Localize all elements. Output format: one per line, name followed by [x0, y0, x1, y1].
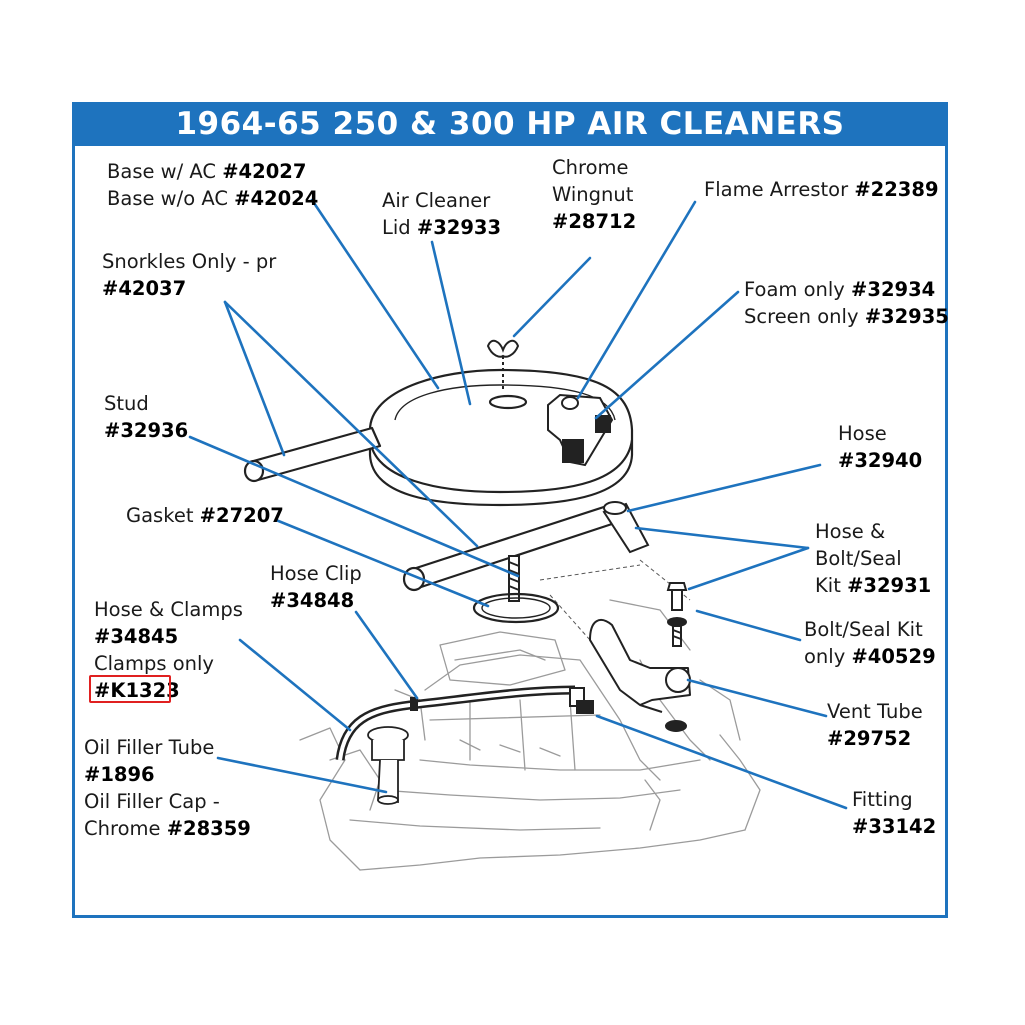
label-vent-tube: Vent Tube #29752 [827, 700, 923, 750]
hose-part [335, 685, 594, 761]
label-hose-clamps: Hose & Clamps #34845 Clamps only #K1323 [94, 598, 243, 702]
highlight-box [89, 675, 171, 703]
hose-piece-part [602, 501, 650, 554]
label-bolt-seal-kit: Bolt/Seal Kit only #40529 [804, 618, 936, 668]
bolt-seal-part [665, 582, 688, 732]
label-fitting: Fitting #33142 [852, 788, 937, 838]
label-oil-filler: Oil Filler Tube #1896 Oil Filler Cap - C… [84, 736, 251, 840]
label-stud: Stud #32936 [104, 392, 189, 442]
label-hose-clip: Hose Clip #34848 [270, 562, 362, 612]
highlighted-part-number: #K1323 [94, 679, 180, 702]
label-foam-screen: Foam only #32934 Screen only #32935 [744, 278, 949, 328]
label-hose-bolt-seal-kit: Hose & Bolt/Seal Kit #32931 [815, 520, 932, 597]
gasket-part [472, 592, 560, 624]
label-flame-arrestor: Flame Arrestor #22389 [704, 178, 939, 201]
wingnut-part [486, 339, 520, 390]
oil-filler-part [367, 726, 409, 805]
label-air-cleaner-lid: Air Cleaner Lid #32933 [382, 189, 502, 239]
label-hose: Hose #32940 [838, 422, 923, 472]
label-base: Base w/ AC #42027 Base w/o AC #42024 [107, 160, 319, 210]
stud-part [508, 555, 520, 602]
snorkle-part [243, 426, 617, 592]
page-title: 1964-65 250 & 300 HP AIR CLEANERS [72, 102, 948, 146]
label-gasket: Gasket #27207 [126, 504, 284, 527]
label-snorkles: Snorkles Only - pr #42037 [102, 250, 277, 300]
leader-lines [188, 198, 848, 810]
label-chrome-wingnut: Chrome Wingnut #28712 [552, 156, 637, 233]
guide-lines [539, 559, 691, 641]
